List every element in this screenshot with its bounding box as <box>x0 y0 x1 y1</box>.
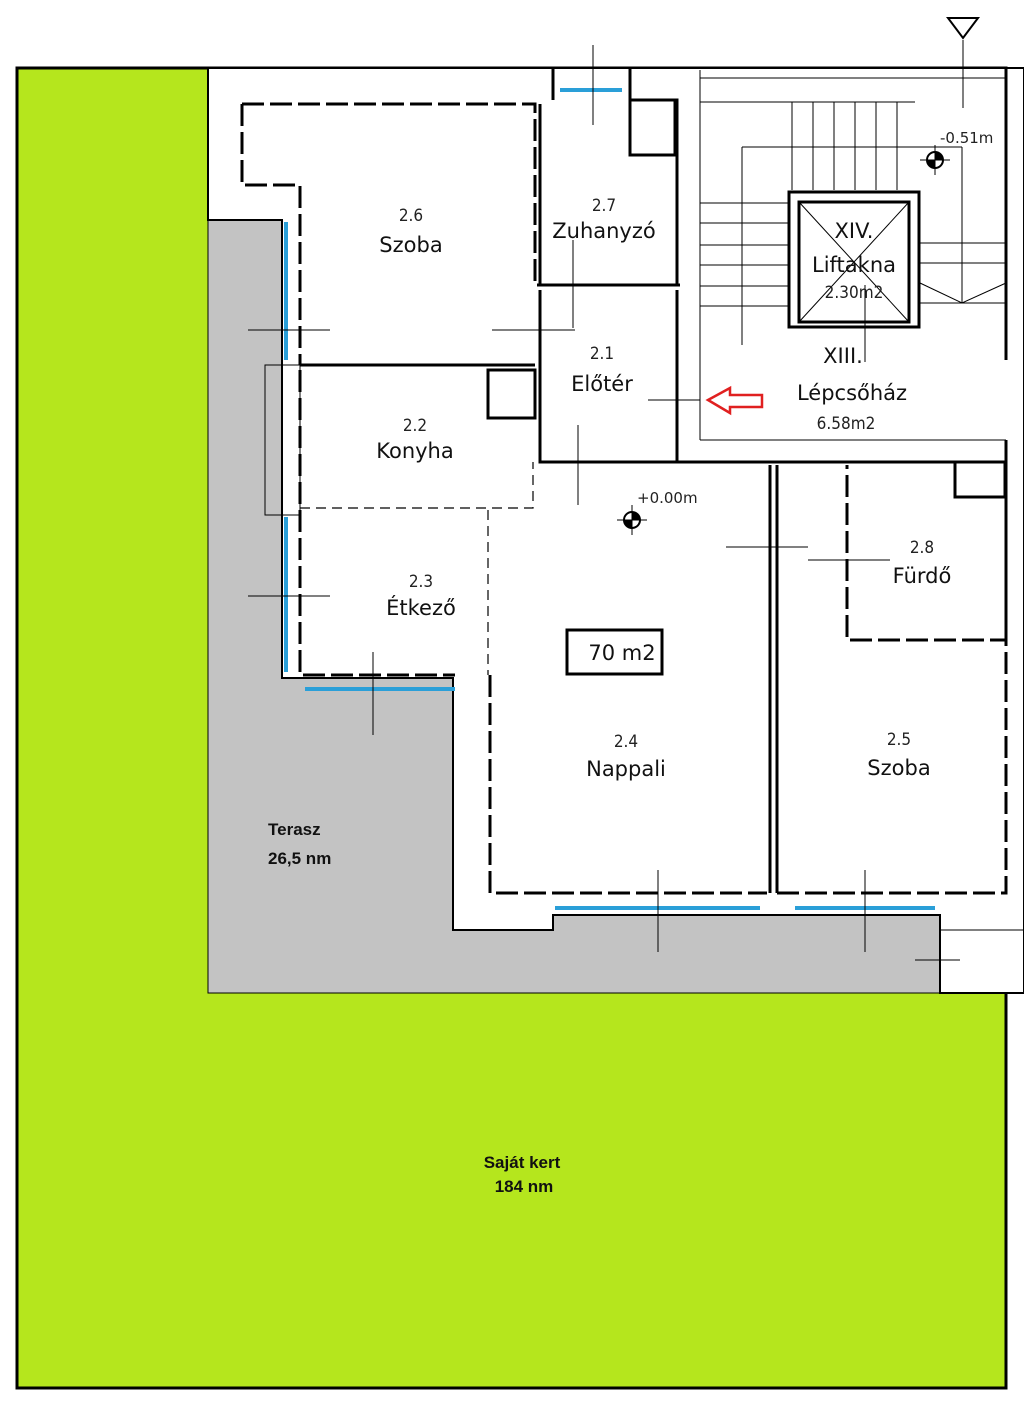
room-name: Fürdő <box>893 564 952 588</box>
room-number: 2.6 <box>399 206 423 226</box>
room-2-3: 2.3 Étkező <box>386 572 456 620</box>
lift-name: Liftakna <box>812 253 896 277</box>
room-2-6: 2.6 Szoba <box>379 206 442 257</box>
total-area: 70 m2 <box>588 641 655 665</box>
lift-number: XIV. <box>835 219 874 243</box>
stair-area: 6.58m2 <box>817 414 876 434</box>
room-2-5: 2.5 Szoba <box>867 730 930 780</box>
datum-triangle-icon <box>946 17 980 40</box>
axis-marks <box>248 45 890 952</box>
level-marker-icon <box>617 505 647 535</box>
room-number: 2.7 <box>592 196 616 216</box>
total-area-box <box>565 628 664 676</box>
room-name: Nappali <box>586 757 666 781</box>
level-marker-icon <box>920 145 950 175</box>
apartment-walls <box>240 68 1008 895</box>
terrace-area-value: 26,5 nm <box>268 849 331 868</box>
room-2-2: 2.2 Konyha <box>376 416 454 463</box>
stair-name: Lépcsőház <box>797 381 907 405</box>
room-number: 2.2 <box>403 416 427 436</box>
stairwell: XIII. Lépcsőház 6.58m2 <box>797 344 907 434</box>
garden-area-value: 184 nm <box>495 1177 554 1196</box>
lift-shaft: XIV. Liftakna 2.30m2 <box>812 219 896 303</box>
room-number: 2.3 <box>409 572 433 592</box>
room-2-8: 2.8 Fürdő <box>893 538 952 588</box>
room-name: Szoba <box>379 233 442 257</box>
room-2-7: 2.7 Zuhanyzó <box>552 196 655 243</box>
room-name: Zuhanyzó <box>552 219 655 243</box>
terrace-name: Terasz <box>268 820 321 839</box>
room-number: 2.8 <box>910 538 934 558</box>
lift-area: 2.30m2 <box>825 283 884 303</box>
room-name: Szoba <box>867 756 930 780</box>
room-name: Étkező <box>386 595 456 620</box>
stair-level: -0.51m <box>940 129 993 147</box>
room-number: 2.5 <box>887 730 911 750</box>
room-name: Előtér <box>571 372 633 396</box>
staircase <box>699 17 1007 441</box>
garden-name: Saját kert <box>484 1153 561 1172</box>
room-name: Konyha <box>376 439 454 463</box>
room-2-4: 2.4 Nappali <box>586 732 666 781</box>
floor-level: +0.00m <box>637 489 698 507</box>
stair-number: XIII. <box>823 344 863 368</box>
room-2-1: 2.1 Előtér <box>571 344 633 396</box>
entrance-arrow-icon <box>705 385 764 416</box>
room-number: 2.4 <box>614 732 638 752</box>
room-number: 2.1 <box>590 344 614 364</box>
